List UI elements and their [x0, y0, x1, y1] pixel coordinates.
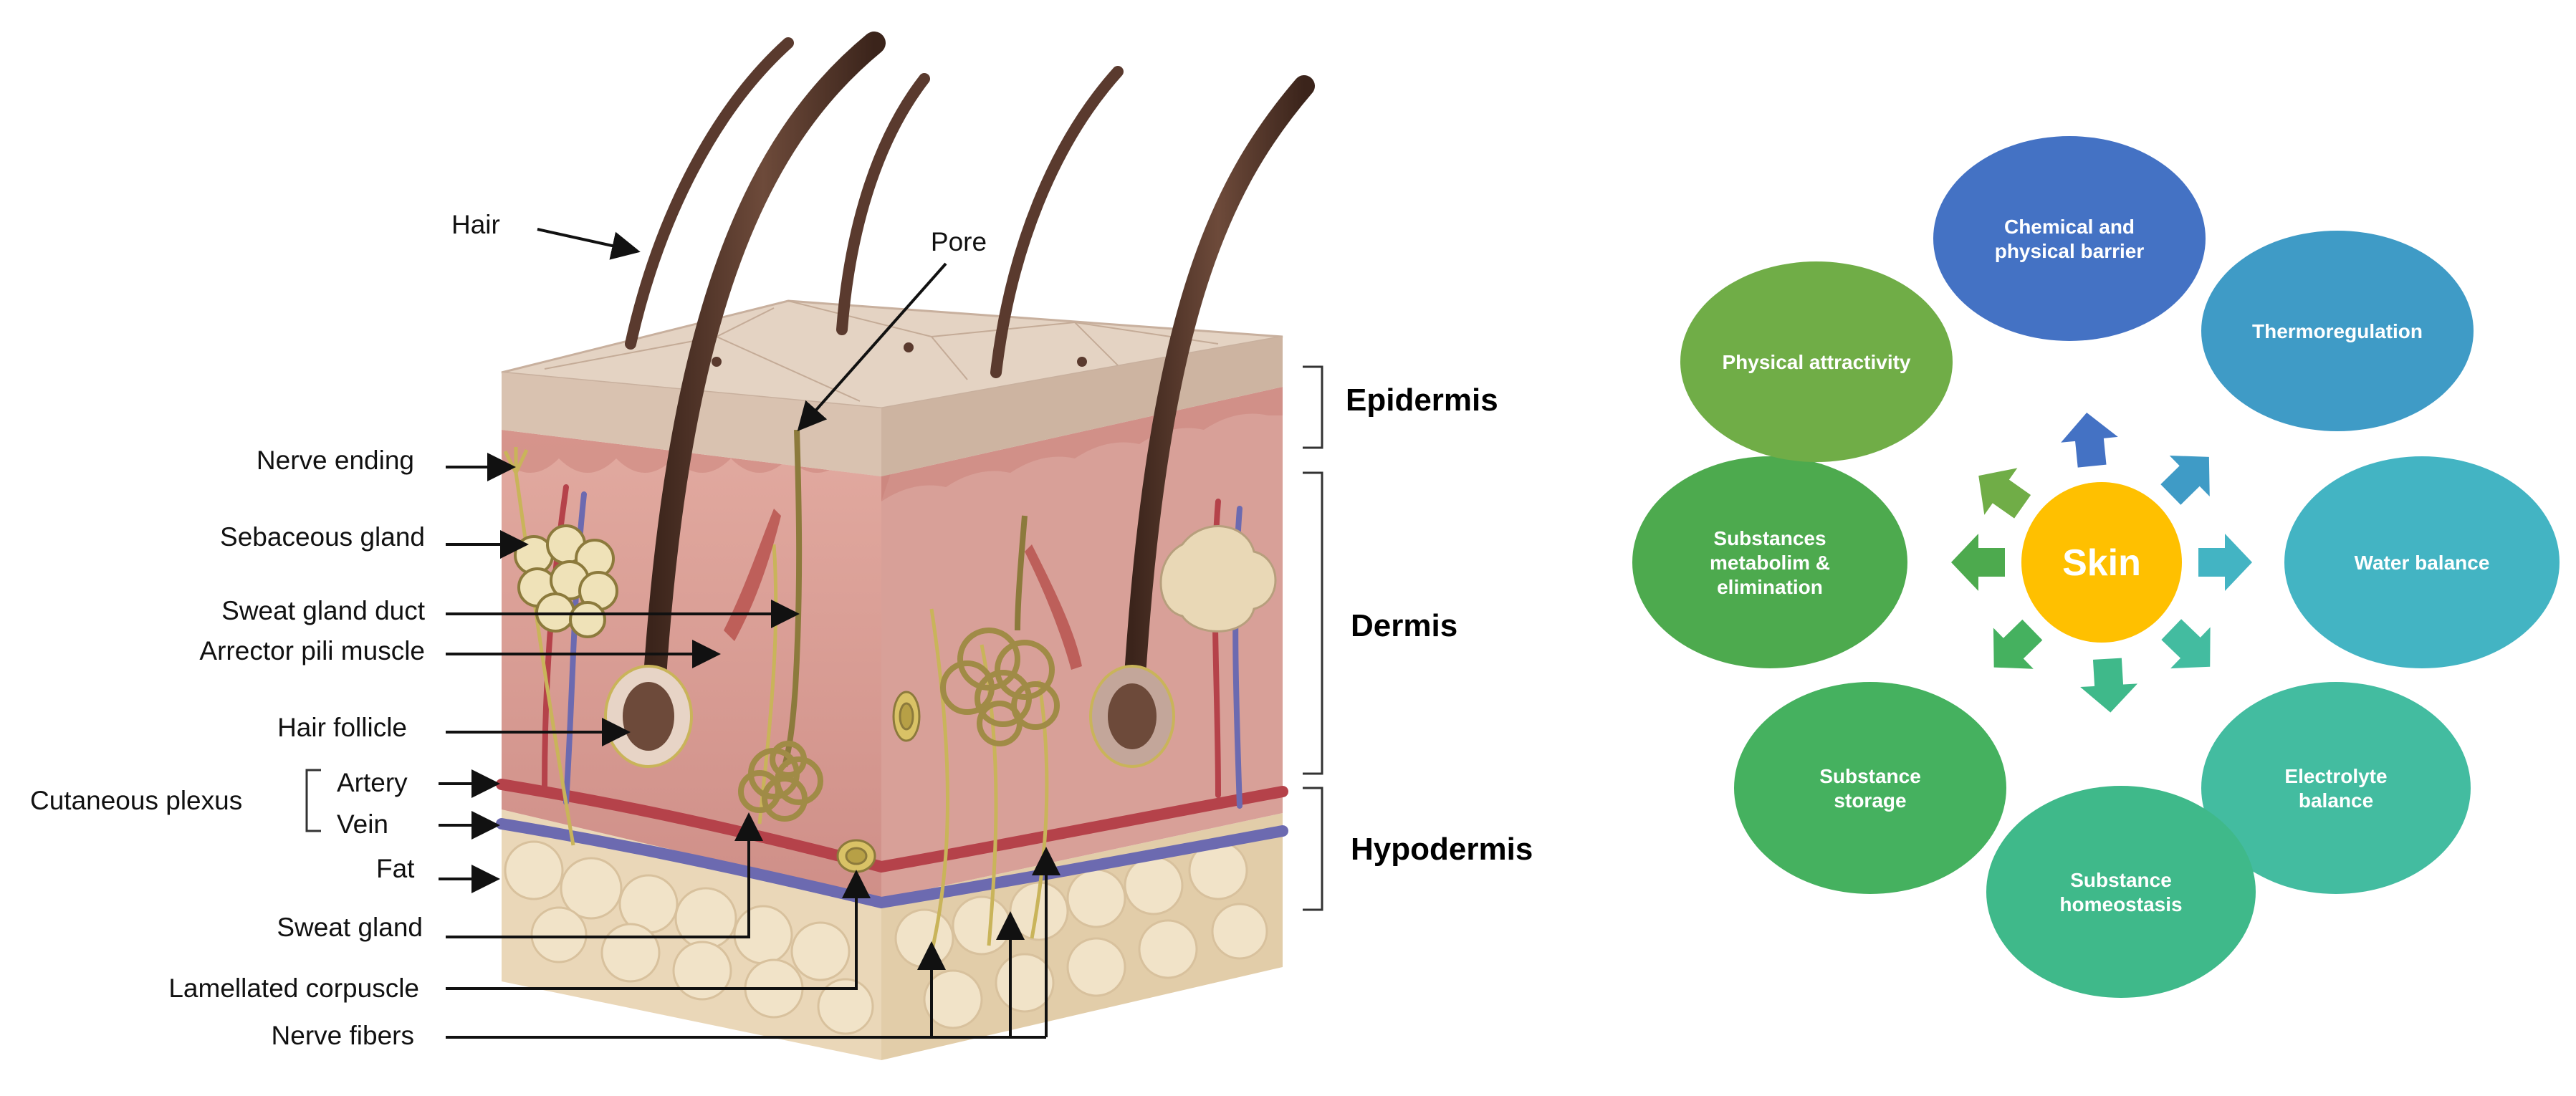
sweat-gland-shape	[738, 429, 1060, 822]
function-ellipse-substance-storage	[1734, 682, 2006, 894]
label-sweat-gland-duct: Sweat gland duct	[221, 596, 426, 625]
function-label-substances-metabolism-elimination-line-1: Substances	[1713, 527, 1826, 549]
vein-vessel	[496, 818, 1288, 909]
function-label-water-balance-line-1: Water balance	[2355, 552, 2490, 574]
hair-follicle-shape	[604, 665, 1175, 768]
function-node-thermoregulation: Thermoregulation	[2201, 231, 2474, 431]
pore-leader-arrow	[797, 262, 947, 431]
sweat-gland-leader-arrow	[446, 812, 763, 938]
label-lamellated-corpuscle: Lamellated corpuscle	[168, 974, 419, 1003]
layer-hypodermis: Hypodermis	[1351, 832, 1533, 867]
function-arrow-chemical-physical-barrier	[2061, 413, 2118, 468]
function-label-substance-storage-line-1: Substance	[1819, 765, 1921, 787]
layer-dermis: Dermis	[1351, 608, 1457, 643]
function-label-chemical-physical-barrier-line-1: Chemical and	[2004, 216, 2135, 238]
dermis-bracket	[1303, 471, 1323, 775]
label-nerve-fibers: Nerve fibers	[272, 1021, 414, 1050]
function-ellipse-physical-attractivity	[1680, 261, 1953, 462]
function-ellipse-electrolyte-balance	[2201, 682, 2471, 894]
sebaceous-gland-right	[1159, 525, 1277, 633]
label-pore: Pore	[931, 227, 987, 256]
function-arrow-substance-storage	[1993, 619, 2043, 669]
function-label-physical-attractivity-line-1: Physical attractivity	[1722, 351, 1910, 373]
label-hair-follicle: Hair follicle	[277, 713, 407, 742]
center-node: Skin	[2021, 482, 2182, 643]
hypodermis-bracket	[1303, 787, 1323, 911]
function-arrow-physical-attractivity	[1978, 468, 2031, 519]
function-label-substance-storage-line-2: storage	[1834, 789, 1906, 812]
cutaneous-plexus-bracket	[305, 769, 321, 832]
function-label-thermoregulation-line-1: Thermoregulation	[2252, 320, 2423, 342]
label-artery: Artery	[337, 768, 408, 797]
label-vein: Vein	[337, 809, 388, 839]
function-ellipse-chemical-physical-barrier	[1933, 136, 2206, 341]
layer-epidermis: Epidermis	[1346, 383, 1498, 418]
skin-center-label: Skin	[2062, 542, 2141, 584]
function-arrow-substance-homeostasis	[2080, 658, 2138, 713]
label-fat: Fat	[376, 854, 415, 883]
function-label-substance-homeostasis-line-2: homeostasis	[2059, 893, 2182, 915]
artery-vessel	[496, 779, 1288, 873]
label-sebaceous-gland: Sebaceous gland	[220, 522, 425, 552]
function-ellipse-water-balance	[2284, 456, 2560, 668]
hair-leader-arrow	[537, 228, 641, 260]
layer-labels: Epidermis Dermis Hypodermis	[1303, 365, 1533, 911]
function-label-substances-metabolism-elimination-line-2: metabolim &	[1710, 552, 1830, 574]
function-label-chemical-physical-barrier-line-2: physical barrier	[1995, 240, 2145, 262]
function-arrow-electrolyte-balance	[2161, 619, 2211, 669]
lamellated-corpuscle-shape	[836, 691, 921, 873]
function-node-physical-attractivity: Physical attractivity	[1680, 261, 1953, 462]
epidermis-bracket	[1303, 365, 1323, 449]
function-label-substance-homeostasis-line-1: Substance	[2070, 869, 2172, 891]
function-ellipse-substance-homeostasis	[1986, 786, 2256, 998]
function-label-electrolyte-balance-line-2: balance	[2299, 789, 2373, 812]
anatomy-labels: Hair Pore Nerve ending Sebaceous gland S…	[30, 210, 1060, 1050]
label-cutaneous-plexus: Cutaneous plexus	[30, 786, 242, 815]
function-ellipse-substances-metabolism-elimination	[1632, 456, 1907, 668]
label-nerve-ending: Nerve ending	[257, 446, 414, 475]
skin-center-circle	[2021, 482, 2182, 643]
function-ellipse-thermoregulation	[2201, 231, 2474, 431]
label-arrector-pili-muscle: Arrector pili muscle	[199, 636, 425, 665]
label-hair: Hair	[451, 210, 500, 239]
lamellated-corpuscle-leader-arrow	[446, 870, 871, 990]
function-arrow-water-balance	[2198, 534, 2252, 591]
function-label-substances-metabolism-elimination-line-3: elimination	[1717, 576, 1823, 598]
arrector-pili-muscle-shape	[724, 509, 1082, 670]
function-arrow-substances-metabolism-elimination	[1951, 534, 2005, 591]
skin-cross-section	[496, 32, 1315, 1060]
hypodermis-block	[502, 809, 1283, 1060]
hair-shafts	[625, 32, 1315, 735]
function-label-electrolyte-balance-line-1: Electrolyte	[2284, 765, 2387, 787]
function-node-water-balance: Water balance	[2284, 456, 2560, 668]
function-arrow-thermoregulation	[2160, 455, 2210, 505]
label-sweat-gland: Sweat gland	[277, 913, 423, 942]
function-arrows	[1951, 413, 2252, 713]
function-node-substances-metabolism-elimination: Substances metabolim &elimination	[1632, 456, 1907, 668]
